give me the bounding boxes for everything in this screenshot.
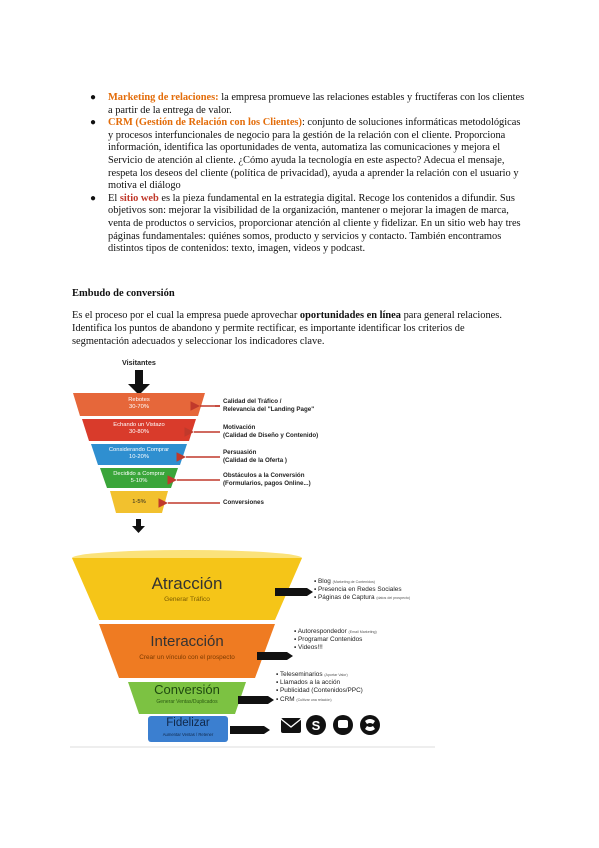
funnel-1-graphic: [73, 370, 220, 533]
bullet-icon: ●: [90, 117, 97, 129]
segment-pct: 30-70%: [129, 404, 149, 410]
stage-subtitle: Crear un vínculo con el prospecto: [139, 654, 235, 661]
note-line: ▪ Autorespondedor (Email Marketing): [294, 628, 377, 635]
bullet-icon: ●: [90, 192, 97, 204]
bullet-term: CRM (Gestión de Relación con los Cliente…: [108, 117, 302, 129]
segment-name: Considerando Comprar: [108, 447, 170, 453]
contact-icons: S: [280, 715, 380, 735]
stage-title: Atracción: [151, 574, 223, 593]
note-line: ▪ Videos!!!: [294, 644, 323, 652]
marketing-funnel-diagram: S Atracción Generar Tráfico Interacción …: [70, 548, 440, 748]
segment-name: Echando un Vistazo: [113, 422, 165, 428]
bullet-item: ● CRM (Gestión de Relación con los Clien…: [88, 117, 528, 193]
bullet-text: es la pieza fundamental en la estrategia…: [108, 192, 521, 255]
bullet-icon: ●: [90, 92, 97, 103]
stage-notes: ▪ Blog (Marketing de Contenidos) ▪ Prese…: [314, 578, 410, 603]
funnel-note: Conversiones: [223, 499, 264, 506]
note-line: ▪ CRM (Cultivar una relación): [276, 695, 332, 703]
stage-notes: ▪ Teleseminarios (Aportar Valor) ▪ Llama…: [276, 671, 363, 704]
stage-subtitle: Generar Ventas/Duplicados: [156, 699, 218, 705]
down-arrow-icon: [128, 384, 150, 395]
funnel-segment: [100, 468, 178, 488]
segment-pct: 1-5%: [132, 499, 146, 505]
note-line: ▪ Blog (Marketing de Contenidos): [314, 578, 375, 585]
bullet-text: la empresa promueve las relaciones estab…: [108, 92, 525, 116]
stage-notes: ▪ Autorespondedor (Email Marketing) ▪ Pr…: [294, 628, 377, 653]
bullet-text: : conjunto de soluciones informáticas me…: [108, 117, 521, 192]
funnel-segment: [110, 491, 168, 513]
intro-bold: oportunidades en línea: [299, 310, 401, 321]
stage-title: Fidelizar: [166, 717, 210, 729]
segment-name: Decidido a Comprar: [113, 471, 165, 477]
bullet-term: sitio web: [119, 192, 159, 204]
note-line: ▪ Páginas de Captura (datos del prospect…: [314, 594, 411, 602]
phone-icon: [360, 715, 380, 735]
envelope-icon: [281, 718, 301, 733]
segment-label: 1-5%: [110, 499, 168, 506]
note-line: ▪ Teleseminarios (Aportar Valor): [276, 671, 348, 678]
note-line: ▪ Llamados a la acción: [276, 679, 341, 687]
bullet-item: ● El sitio web es la pieza fundamental e…: [88, 193, 528, 256]
note-line: ▪ Publicidad (Contenidos/PPC): [276, 687, 363, 695]
stage-subtitle: Aumentar Ventas / Retener: [162, 732, 214, 737]
intro-text-end: para general relaciones. Identifica los …: [72, 310, 502, 347]
intro-paragraph: Es el proceso por el cual la empresa pue…: [72, 310, 522, 348]
segment-pct: 10-20%: [129, 454, 149, 460]
section-title: Embudo de conversión: [72, 288, 175, 299]
visitors-label: Visitantes: [122, 358, 156, 367]
bullet-item: ● Marketing de relaciones: la empresa pr…: [88, 92, 528, 117]
funnel-segment: [73, 393, 205, 416]
stage-title: Interacción: [150, 633, 224, 650]
bullet-list: ● Marketing de relaciones: la empresa pr…: [88, 92, 528, 256]
segment-pct: 5-10%: [130, 478, 148, 484]
svg-text:S: S: [312, 718, 321, 733]
funnel-stage: [128, 682, 246, 714]
funnel-segment: [91, 444, 187, 465]
funnel-note: Calidad del Tráfico / Relevancia del "La…: [223, 398, 315, 413]
down-arrow-icon: [132, 526, 145, 533]
segment-name: Rebotes: [128, 397, 150, 403]
funnel-stage: [148, 716, 228, 742]
funnel-2-graphic: S: [70, 550, 435, 748]
segment-pct: 30-80%: [129, 429, 149, 435]
funnel-note: Persuasión (Calidad de la Oferta ): [223, 449, 287, 464]
stage-subtitle: Generar Tráfico: [164, 596, 210, 603]
note-line: ▪ Programar Contenidos: [294, 636, 363, 644]
funnel-note: Obstáculos a la Conversión (Formularios,…: [223, 472, 311, 487]
note-line: ▪ Presencia en Redes Sociales: [314, 586, 402, 594]
funnel-stage: [72, 558, 302, 620]
bullet-prefix: El: [108, 192, 120, 204]
skype-icon: [306, 715, 326, 735]
funnel-note: Motivación (Calidad de Diseño y Contenid…: [223, 424, 319, 439]
funnel-stage: [99, 624, 275, 678]
bullet-term: Marketing de relaciones:: [108, 92, 219, 103]
funnel-segment: [82, 419, 196, 441]
intro-text: Es el proceso por el cual la empresa pue…: [72, 310, 300, 321]
stage-title: Conversión: [154, 682, 220, 697]
